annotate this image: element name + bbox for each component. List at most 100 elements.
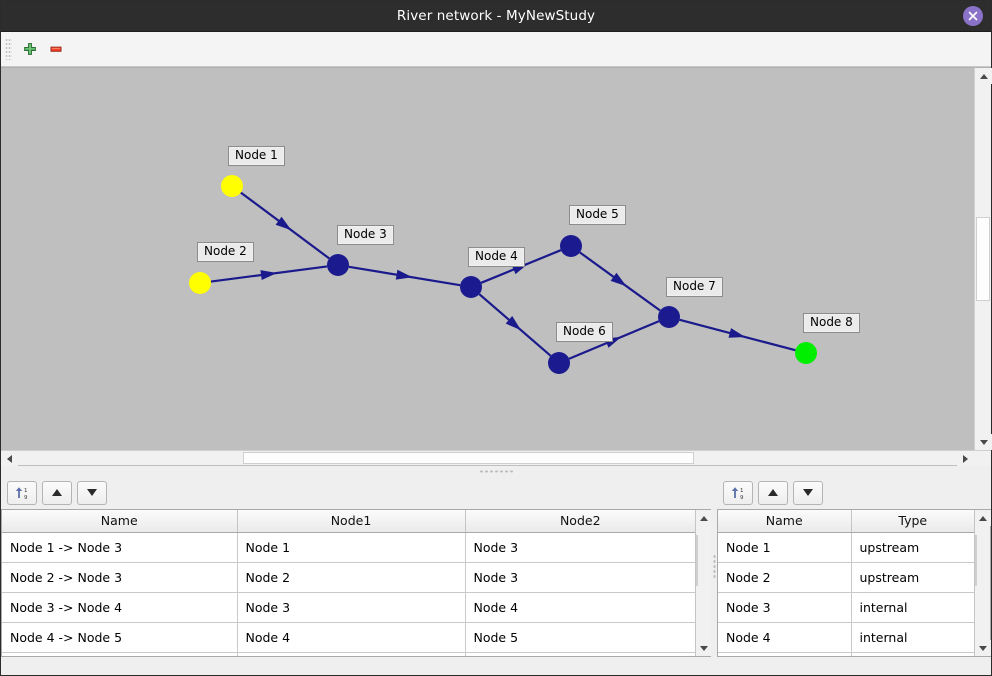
nodes-scroll-thumb[interactable] [975,535,977,587]
edge-arrow-icon [505,315,522,331]
scroll-track-horizontal[interactable] [18,451,957,465]
column-header[interactable]: Node1 [237,510,466,533]
table-cell[interactable]: Node 1 [237,532,466,563]
reach-row[interactable] [2,652,695,656]
svg-text:9: 9 [740,495,744,501]
graph-node-node-6[interactable] [548,352,570,374]
table-cell[interactable]: Node 3 [718,592,852,623]
nodes-move-down-button[interactable] [793,480,823,505]
table-cell[interactable]: Node 3 [465,562,695,593]
nodes-scroll-track[interactable] [975,526,990,640]
canvas-vertical-scrollbar[interactable] [974,67,992,450]
nodes-move-up-button[interactable] [758,480,788,505]
table-cell[interactable]: Node 3 -> Node 4 [2,592,238,623]
table-cell[interactable]: Node 4 -> Node 5 [2,622,238,653]
reaches-scroll-thumb[interactable] [696,535,698,587]
graph-node-node-5[interactable] [560,235,582,257]
table-cell[interactable]: Node 4 [237,622,466,653]
nodes-scroll-down-button[interactable] [975,640,991,656]
horizontal-splitter[interactable] [1,465,991,476]
table-cell[interactable]: upstream [851,532,974,563]
table-cell[interactable]: internal [851,622,974,653]
table-cell[interactable] [718,652,852,656]
table-cell[interactable] [465,652,695,656]
scroll-track-vertical[interactable] [975,84,991,434]
table-cell[interactable]: Node 4 [465,592,695,623]
table-cell[interactable]: Node 2 [237,562,466,593]
reaches-scroll-track[interactable] [696,526,711,640]
table-cell[interactable]: Node 1 [718,532,852,563]
node-row[interactable] [718,652,974,656]
table-cell[interactable] [237,652,466,656]
scroll-left-button[interactable] [1,451,18,466]
table-cell[interactable] [2,652,238,656]
table-cell[interactable]: Node 3 [237,592,466,623]
scroll-thumb-vertical[interactable] [976,217,990,301]
node-label[interactable]: Node 1 [228,146,285,167]
network-graph-canvas[interactable]: Node 1 Node 2 Node 3 Node 4 Node 5 Node 6 Node… [1,67,974,450]
reaches-scroll-down-button[interactable] [696,640,712,656]
nodes-sort-button[interactable]: 1 9 [723,480,753,505]
node-label[interactable]: Node 2 [197,242,254,263]
status-bar [1,657,991,675]
graph-node-node-8[interactable] [795,342,817,364]
table-cell[interactable]: Node 2 [718,562,852,593]
table-cell[interactable]: Node 3 [465,532,695,563]
graph-node-node-2[interactable] [189,272,211,294]
close-icon[interactable] [963,6,983,26]
node-label[interactable]: Node 5 [569,205,626,226]
column-header[interactable]: Type [851,510,974,533]
toolbar-drag-handle[interactable] [5,38,12,60]
table-cell[interactable] [851,652,974,656]
add-node-button[interactable] [17,36,43,62]
vertical-splitter[interactable] [711,476,717,657]
table-cell[interactable]: Node 5 [465,622,695,653]
column-header[interactable]: Node2 [465,510,695,533]
table-cell[interactable]: Node 2 -> Node 3 [2,562,238,593]
reaches-sort-button[interactable]: 1 9 [7,480,37,505]
remove-node-button[interactable] [43,36,69,62]
column-header[interactable]: Name [718,510,852,533]
node-label[interactable]: Node 8 [803,313,860,334]
graph-edges [210,191,796,360]
canvas-horizontal-scrollbar[interactable] [1,450,991,466]
sort-ascending-icon: 1 9 [731,486,744,501]
scroll-up-button[interactable] [975,68,992,84]
graph-node-node-1[interactable] [221,175,243,197]
nodes-scroll-up-button[interactable] [975,510,991,526]
title-bar: River network - MyNewStudy [1,1,991,32]
reaches-move-down-button[interactable] [77,480,107,505]
table-cell[interactable]: internal [851,592,974,623]
column-header[interactable]: Name [2,510,238,533]
scroll-thumb-horizontal[interactable] [243,452,695,464]
node-label[interactable]: Node 6 [556,322,613,343]
reaches-vertical-scrollbar[interactable] [695,510,712,656]
window-title: River network - MyNewStudy [396,8,596,24]
graph-node-node-7[interactable] [658,306,680,328]
nodes-vertical-scrollbar[interactable] [974,510,991,656]
table-cell[interactable]: Node 1 -> Node 3 [2,532,238,563]
reaches-scroll-up-button[interactable] [696,510,712,526]
table-cell[interactable]: Node 4 [718,622,852,653]
node-label[interactable]: Node 3 [337,225,394,246]
reaches-move-up-button[interactable] [42,480,72,505]
table-cell[interactable]: upstream [851,562,974,593]
scroll-down-button[interactable] [975,434,992,450]
node-label[interactable]: Node 4 [468,247,525,268]
node-label[interactable]: Node 7 [666,277,723,298]
graph-node-node-3[interactable] [327,254,349,276]
scroll-right-button[interactable] [957,451,974,466]
graph-node-node-4[interactable] [460,276,482,298]
